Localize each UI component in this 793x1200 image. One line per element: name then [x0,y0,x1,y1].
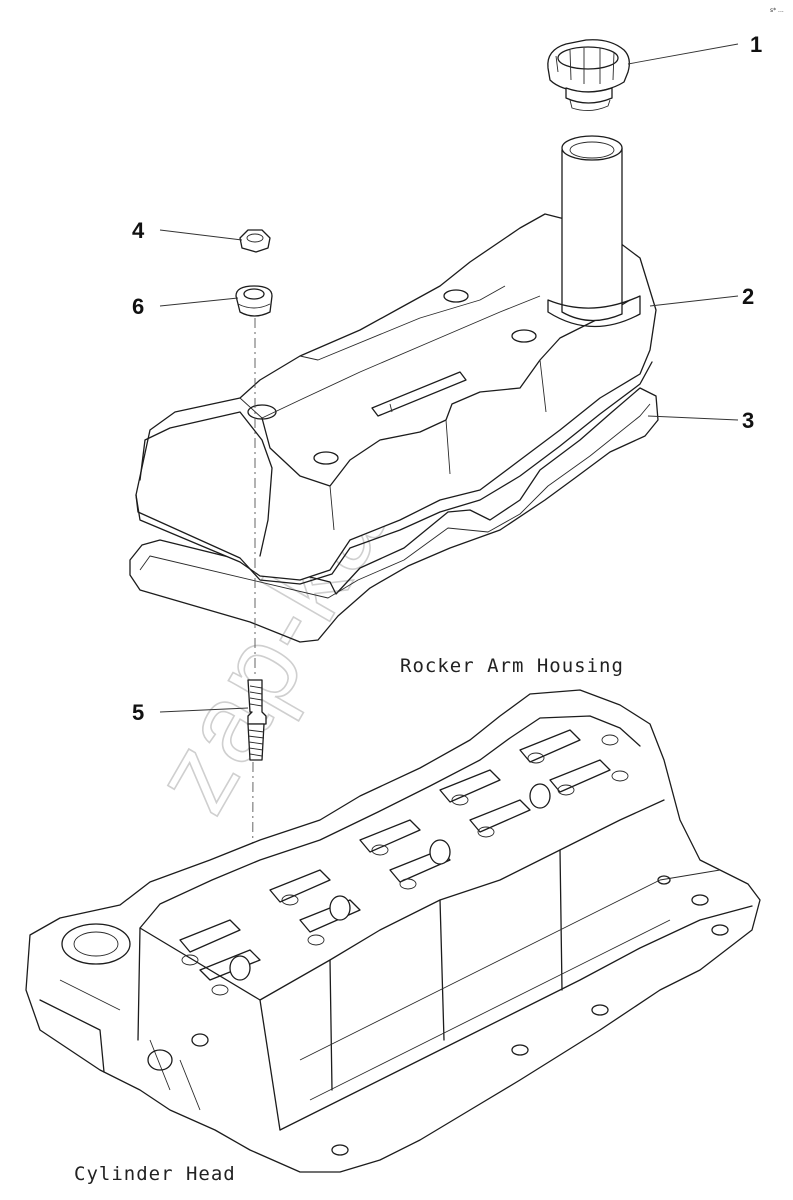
isolator-grommet-drawing [235,285,273,317]
cylinder-head-drawing [25,689,761,1173]
callout-2: 2 [742,284,754,309]
callout-3: 3 [742,408,754,433]
rocker-arm-housing-label: Rocker Arm Housing [400,655,624,677]
callout-4: 4 [132,218,145,243]
callout-6: 6 [132,294,144,319]
leader-lines [159,43,739,713]
rocker-arm-assemblies [179,729,629,996]
callout-5: 5 [132,700,144,725]
callout-1: 1 [750,32,762,57]
rocker-cover-drawing [129,135,659,643]
cylinder-head-label: Cylinder Head [74,1163,236,1185]
cover-stud-drawing [247,679,267,761]
cover-nut-drawing [239,229,271,253]
corner-mark: s* ... [770,7,784,14]
oil-filler-cap-drawing [547,39,630,111]
